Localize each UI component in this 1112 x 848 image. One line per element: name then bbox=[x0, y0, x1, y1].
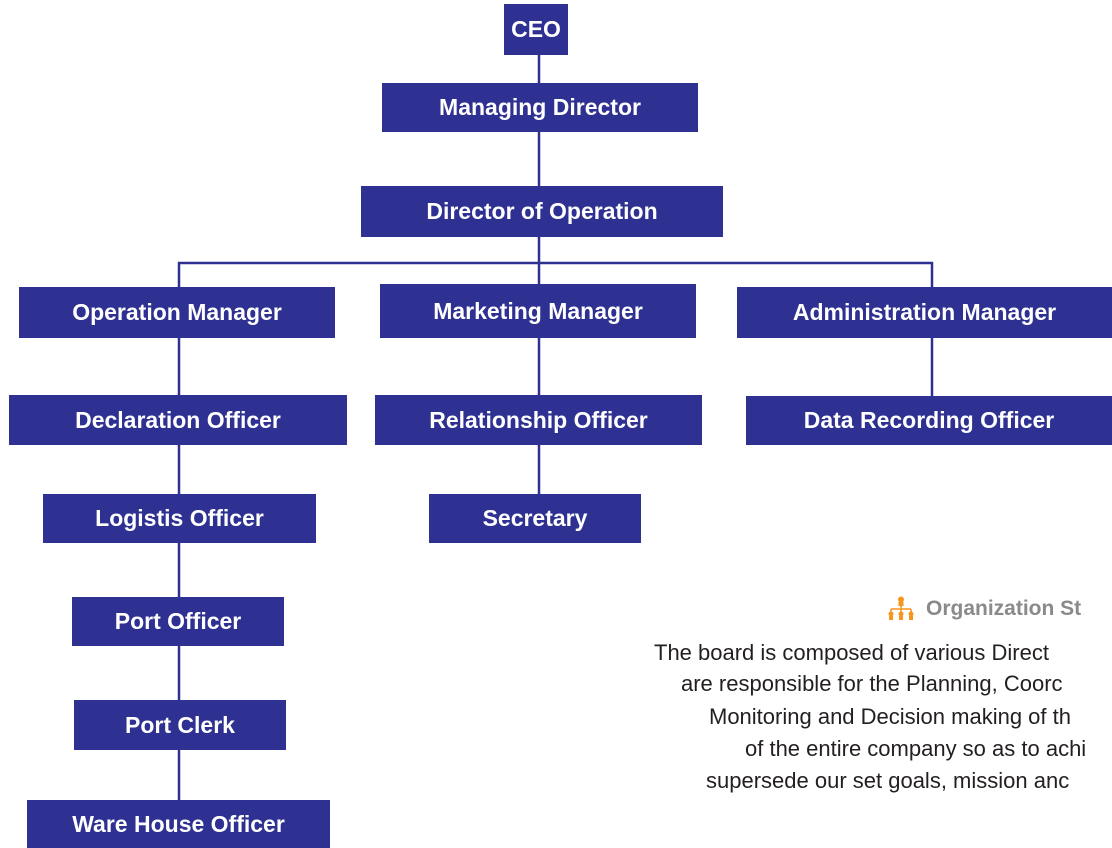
node-ware-house-officer: Ware House Officer bbox=[27, 800, 330, 848]
node-data-recording-officer: Data Recording Officer bbox=[746, 396, 1112, 445]
node-marketing-manager: Marketing Manager bbox=[380, 284, 696, 338]
node-secretary: Secretary bbox=[429, 494, 641, 543]
node-port-clerk: Port Clerk bbox=[74, 700, 286, 750]
node-administration-manager: Administration Manager bbox=[737, 287, 1112, 338]
node-director-of-operation: Director of Operation bbox=[361, 186, 723, 237]
node-ceo: CEO bbox=[504, 4, 568, 55]
node-port-officer: Port Officer bbox=[72, 597, 284, 646]
description-line: Monitoring and Decision making of th bbox=[709, 704, 1071, 729]
node-relationship-officer: Relationship Officer bbox=[375, 395, 702, 445]
node-declaration-officer: Declaration Officer bbox=[9, 395, 347, 445]
description-line: The board is composed of various Direct bbox=[654, 640, 1049, 665]
node-logistis-officer: Logistis Officer bbox=[43, 494, 316, 543]
description-line: of the entire company so as to achi bbox=[745, 736, 1087, 761]
description-heading: Organization St bbox=[886, 596, 1081, 622]
node-operation-manager: Operation Manager bbox=[19, 287, 335, 338]
connector-bus bbox=[177, 261, 934, 287]
description-line: supersede our set goals, mission anc bbox=[706, 768, 1070, 793]
description-title: Organization St bbox=[926, 597, 1082, 620]
org-chart-icon bbox=[888, 596, 914, 620]
description-line: are responsible for the Planning, Coorc bbox=[681, 671, 1063, 696]
node-managing-director: Managing Director bbox=[382, 83, 698, 132]
